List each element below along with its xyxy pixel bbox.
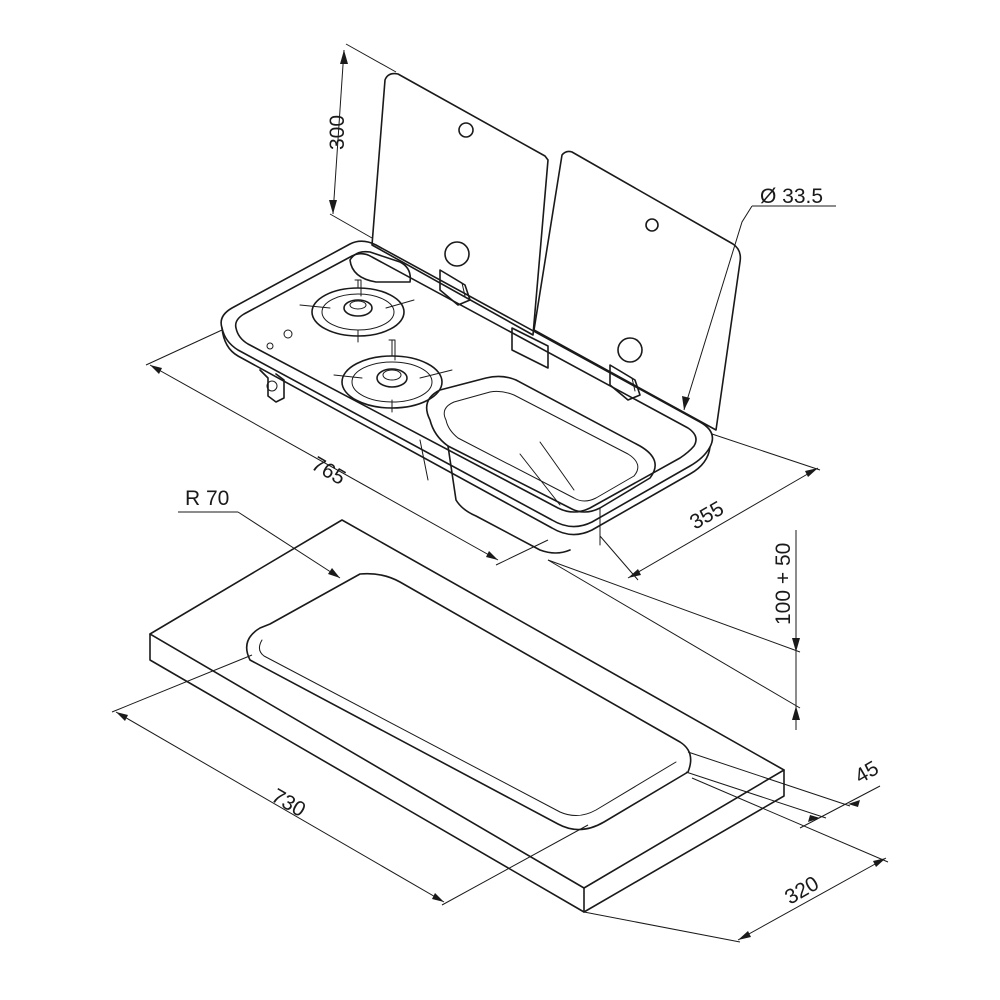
dim-hole-diameter: Ø 33.5 — [682, 185, 836, 411]
dim-length: 765 — [145, 329, 549, 566]
dim-lid-height-label: 300 — [326, 115, 349, 150]
hinge-left — [439, 241, 471, 306]
dim-cutout-depth-label: 320 — [781, 872, 823, 909]
dim-corner-radius: R 70 — [178, 487, 341, 579]
dim-lid-height: 300 — [326, 43, 397, 239]
dim-install-height-label: 100 + 50 — [772, 543, 795, 625]
dim-length-label: 765 — [308, 452, 350, 489]
dim-hole-diameter-label: Ø 33.5 — [760, 185, 823, 208]
dim-cutout-offset-label: 45 — [851, 757, 883, 789]
hob-sink-unit — [220, 240, 714, 554]
dim-cutout-depth: 320 — [583, 777, 889, 943]
dim-cutout-length-label: 730 — [268, 784, 310, 821]
dim-corner-radius-label: R 70 — [185, 487, 229, 510]
dim-install-height: 100 + 50 — [547, 530, 801, 730]
hinge-right — [609, 337, 643, 401]
lid-left — [371, 72, 549, 336]
lid-right — [533, 150, 742, 431]
dim-cutout-length: 730 — [111, 654, 589, 906]
countertop — [149, 519, 785, 913]
dim-depth-label: 355 — [686, 497, 728, 534]
